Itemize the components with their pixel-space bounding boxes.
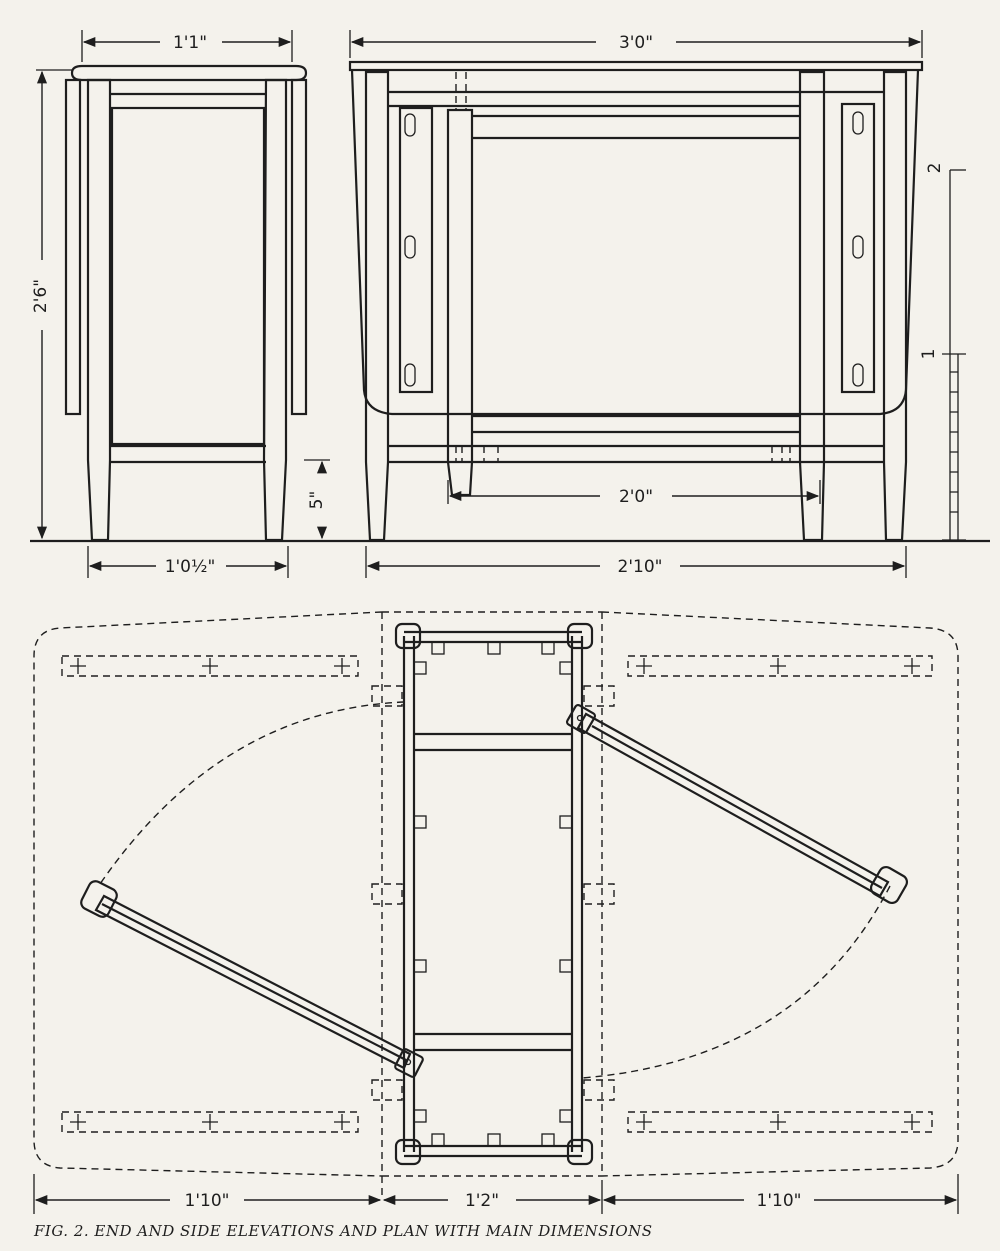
dim-plan-right-label: 1'10" (757, 1191, 802, 1211)
dim-rail-height (304, 459, 330, 540)
dim-side-top (349, 30, 923, 58)
scale-bar (942, 169, 966, 541)
dim-plan-centre-label: 1'2" (465, 1191, 499, 1211)
scale-label-1: 1 (919, 349, 939, 360)
dim-side-base (365, 546, 907, 578)
dim-end-top (81, 30, 293, 62)
dim-end-top-label: 1'1" (173, 33, 207, 53)
dim-side-top-label: 3'0" (619, 33, 653, 53)
dim-rail-height-label: 5" (307, 491, 327, 510)
dim-plan (33, 1174, 959, 1214)
dim-end-base-label: 1'0½" (165, 557, 216, 577)
figure-caption: FIG. 2. END AND SIDE ELEVATIONS AND PLAN… (34, 1222, 653, 1240)
dim-side-rail-label: 2'0" (619, 487, 653, 507)
dim-side-rail (447, 480, 821, 504)
dim-end-height (36, 69, 72, 540)
side-elevation (348, 60, 924, 542)
dim-end-height-label: 2'6" (31, 279, 51, 313)
plan-view (33, 611, 959, 1196)
scale-label-2: 2 (925, 163, 945, 174)
end-elevation (64, 64, 308, 542)
dim-plan-left-label: 1'10" (185, 1191, 230, 1211)
dim-end-base (87, 546, 289, 578)
dim-side-base-label: 2'10" (618, 557, 663, 577)
